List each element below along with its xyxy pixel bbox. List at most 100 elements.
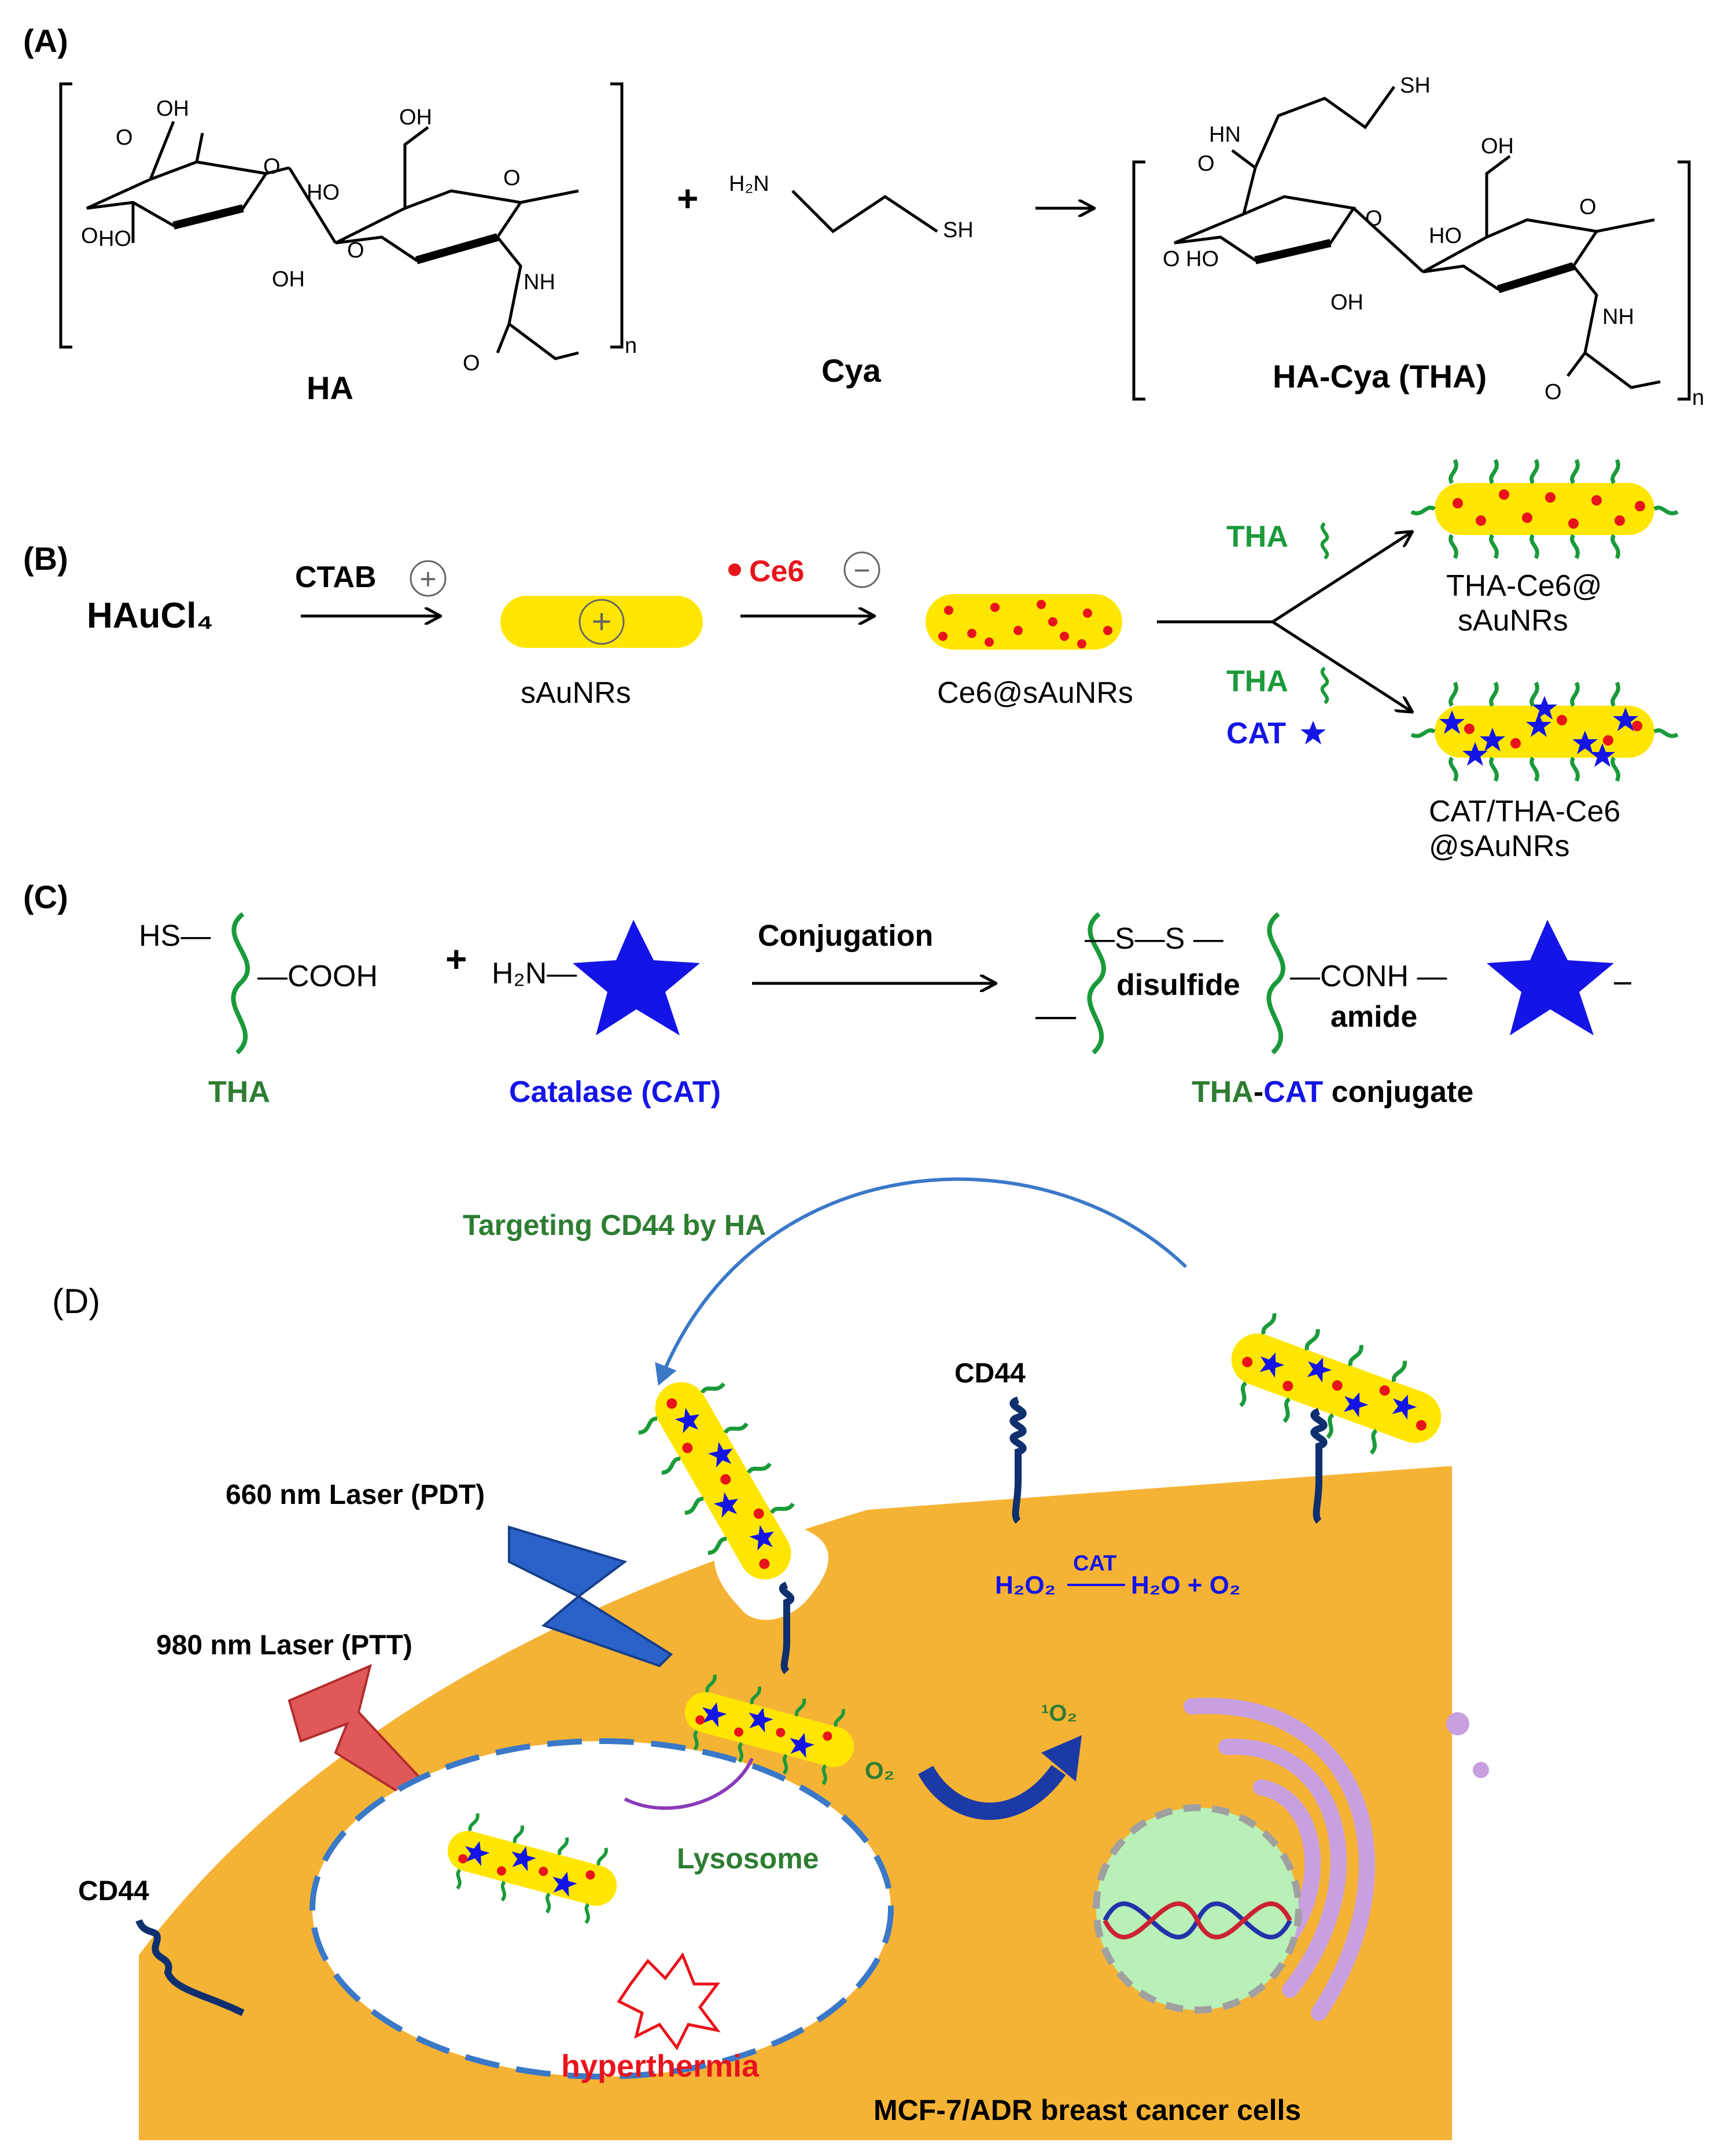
svg-text:O: O: [263, 154, 281, 179]
tha-chain: [231, 912, 250, 1054]
panel-b-label: (B): [23, 540, 68, 577]
nanorod-incoming: [1231, 1313, 1442, 1455]
ce6-dot-icon: [728, 563, 741, 576]
conj-catalase-star: [1487, 920, 1614, 1035]
haucl4-label: HAuCl₄: [87, 596, 213, 636]
transport-arrow: [624, 1757, 754, 1810]
svg-text:O: O: [1545, 380, 1562, 404]
svg-text:HO: HO: [1429, 224, 1462, 248]
tha-label-top: THA: [1226, 520, 1288, 554]
svg-text:O: O: [347, 238, 364, 263]
ce6-label: Ce6: [749, 555, 804, 588]
product1-rod: [1410, 459, 1679, 559]
product2-label-l2: @sAuNRs: [1429, 829, 1570, 863]
tha-atom-labels: SH HN O O HO OH O HO OH O NH O: [1163, 73, 1634, 404]
hyperthermia-label: hyperthermia: [561, 2049, 760, 2084]
cd44-left-label: CD44: [78, 1876, 149, 1907]
svg-text:SH: SH: [943, 218, 974, 242]
svg-text:OH: OH: [1330, 290, 1363, 315]
svg-text:O: O: [116, 126, 133, 150]
panel-d-label: (D): [52, 1282, 100, 1321]
pdt-laser-bolt: [508, 1525, 673, 1668]
svg-text:HN: HN: [1209, 123, 1241, 147]
cat-label: CAT: [1226, 717, 1286, 750]
tha-label-bottom: THA: [1226, 665, 1288, 698]
conjugation-label: Conjugation: [758, 919, 933, 953]
svg-text:SH: SH: [1400, 73, 1431, 98]
panel-c-label: (C): [23, 879, 68, 915]
svg-text:O: O: [1365, 207, 1383, 231]
svg-text:NH: NH: [1602, 305, 1634, 329]
ctab-label: CTAB: [295, 561, 377, 594]
cd44-receptor-top: [1009, 1396, 1027, 1524]
nanorod-entering: [638, 1382, 795, 1580]
tha-cooh-label: —COOH: [257, 960, 378, 993]
amide-label: amide: [1330, 1000, 1417, 1034]
cat-star-icon: [1300, 721, 1326, 744]
catalase-name: Catalase (CAT): [509, 1075, 721, 1109]
cd44-receptor-left: [135, 1919, 245, 2016]
cya-name: Cya: [821, 352, 882, 389]
svg-text:−: −: [853, 554, 870, 587]
product1-label-l2: sAuNRs: [1458, 604, 1568, 637]
svg-text:O: O: [1579, 195, 1597, 219]
targeting-arrow: [655, 1177, 1188, 1386]
panel-a: (A) OH O O HO O OH HO O OH O: [23, 23, 1704, 410]
ha-name: HA: [307, 370, 353, 406]
svg-text:OH: OH: [399, 105, 432, 130]
panel-b: (B) HAuCl₄ CTAB + + sAuNRs Ce6 −: [23, 459, 1679, 863]
ha-atom-labels: OH O O HO O OH HO O OH O NH O: [81, 97, 555, 375]
svg-text:OH: OH: [156, 97, 189, 121]
h2o2-label: H₂O₂: [995, 1571, 1056, 1599]
branch-arrows: [1157, 532, 1411, 711]
svg-text:O: O: [1163, 247, 1180, 271]
cat-arrow-label: CAT: [1073, 1551, 1116, 1576]
hyperthermia-burst-icon: [617, 1952, 721, 2051]
tha-chain-icon: [1320, 522, 1329, 560]
ros-conversion-arrow: [917, 1765, 1066, 1820]
ce6-rod: [926, 594, 1122, 650]
products-label: H₂O + O₂: [1131, 1571, 1240, 1599]
negative-charge-icon: −: [843, 551, 880, 588]
ptt-label: 980 nm Laser (PTT): [156, 1630, 412, 1661]
tha-name: HA-Cya (THA): [1273, 358, 1487, 394]
plus-c: +: [445, 938, 467, 980]
cd44-top-label: CD44: [954, 1358, 1026, 1389]
panel-a-label: (A): [23, 23, 68, 59]
singlet-oxygen-label: ¹O₂: [1041, 1701, 1077, 1726]
cell-type-label: MCF-7/ADR breast cancer cells: [873, 2094, 1301, 2126]
panel-d: Targeting CD44 by HA (D) CD44: [52, 1177, 1724, 2146]
nanorod-in-lysosome: [447, 1813, 617, 1924]
ss-label: —S—S —: [1085, 922, 1223, 956]
svg-text:O: O: [81, 224, 98, 248]
conh-label: —CONH —: [1290, 960, 1447, 993]
product1-label-l1: THA-Ce6@: [1446, 569, 1602, 603]
ha-structure: [59, 82, 624, 360]
svg-text:OH: OH: [1481, 134, 1514, 158]
product2-rod: [1410, 681, 1679, 782]
lysosome: [309, 1738, 894, 2079]
plus-sign: +: [677, 178, 698, 219]
product2-label-l1: CAT/THA-Ce6: [1429, 795, 1620, 828]
svg-text:+: +: [591, 602, 611, 641]
svg-text:HO: HO: [307, 180, 340, 205]
svg-text:HO: HO: [1186, 247, 1219, 271]
srod: +: [500, 596, 703, 648]
cya-structure: H₂N SH: [729, 172, 974, 242]
tha-name-c: THA: [208, 1075, 270, 1109]
cd44-receptor-right: [1310, 1408, 1328, 1524]
catalase-star: [573, 920, 700, 1035]
ha-subscript: n: [625, 334, 637, 358]
svg-text:H₂N: H₂N: [729, 172, 769, 196]
tha-hs-label: HS—: [139, 919, 211, 953]
nucleus: [1093, 1804, 1302, 2014]
targeting-label: Targeting CD44 by HA: [463, 1209, 766, 1241]
conjugate-name: THA-CAT conjugate: [1192, 1075, 1473, 1109]
nanorod-membrane: [684, 1674, 854, 1786]
tha-subscript: n: [1692, 386, 1704, 410]
conj-chain-1: [1087, 912, 1106, 1054]
svg-text:O: O: [463, 351, 480, 375]
svg-text:O: O: [503, 166, 521, 190]
disulfide-label: disulfide: [1116, 968, 1240, 1002]
